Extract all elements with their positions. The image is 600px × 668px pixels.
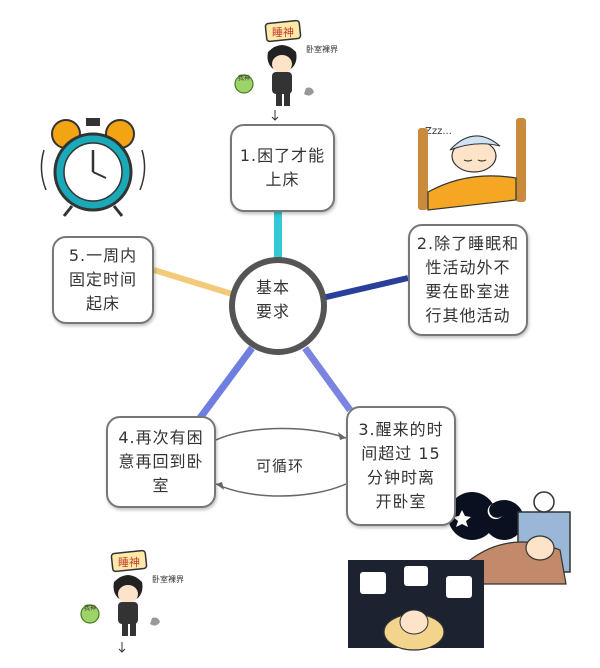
node-bedroom-only-sleep-sex: 2.除了睡眠和 性活动外不 要在卧室进 行其他活动 <box>408 224 528 336</box>
node-4-text: 4.再次有困 意再回到卧 室 <box>118 428 204 495</box>
center-circle <box>229 257 327 355</box>
node-go-to-bed-when-sleepy: 1.困了才能 上床 <box>230 124 335 212</box>
node-5-text: 5.一周内 固定时间 起床 <box>68 246 138 313</box>
cycle-arrow-bottom <box>215 483 347 497</box>
center-label: 基本 要求 <box>255 278 290 321</box>
node-fixed-wake-time: 5.一周内 固定时间 起床 <box>52 236 154 324</box>
cartoon-small-text-2: 我神 <box>84 604 96 612</box>
cycle-arrow-top <box>215 427 347 441</box>
cartoon-boy-top: 睡神 卧室裸界 我神 <box>234 19 338 106</box>
node-return-when-sleepy: 4.再次有困 意再回到卧 室 <box>106 416 216 508</box>
cartoon-small-text: 我神 <box>238 74 250 82</box>
spoke-bottom-left <box>197 345 255 421</box>
down-arrow-top <box>271 110 279 121</box>
spoke-bottom-right <box>302 345 353 413</box>
zzz-text: Zzz... <box>425 126 452 137</box>
cartoon-caption-text: 卧室裸界 <box>306 44 338 54</box>
spoke-left <box>153 267 233 297</box>
node-1-text: 1.困了才能 上床 <box>239 146 326 189</box>
cycle-label: 可循环 <box>255 457 304 475</box>
cartoon-sign-text: 睡神 <box>272 25 294 39</box>
down-arrow-bottom <box>118 642 126 653</box>
alarm-clock-illustration <box>40 118 146 217</box>
sleeping-person-illustration: Zzz... <box>418 118 526 211</box>
cycle-arrow-bottom-head <box>216 482 224 490</box>
awake-at-night-illustration <box>448 491 571 585</box>
cartoon-sign-text-2: 睡神 <box>118 555 140 569</box>
node-3-text: 3.醒来的时 间超过 15 分钟时离 开卧室 <box>358 420 444 511</box>
node-2-text: 2.除了睡眠和 性活动外不 要在卧室进 行其他活动 <box>416 234 520 325</box>
cycle-arrow-top-head <box>338 432 346 440</box>
cartoon-caption-text-2: 卧室裸界 <box>152 574 184 584</box>
cartoon-boy-bottom: 睡神 卧室裸界 我神 <box>80 549 184 636</box>
node-leave-bedroom-after-15min: 3.醒来的时 间超过 15 分钟时离 开卧室 <box>346 406 456 526</box>
spoke-right <box>321 275 409 301</box>
restless-scene-illustration <box>348 560 484 651</box>
